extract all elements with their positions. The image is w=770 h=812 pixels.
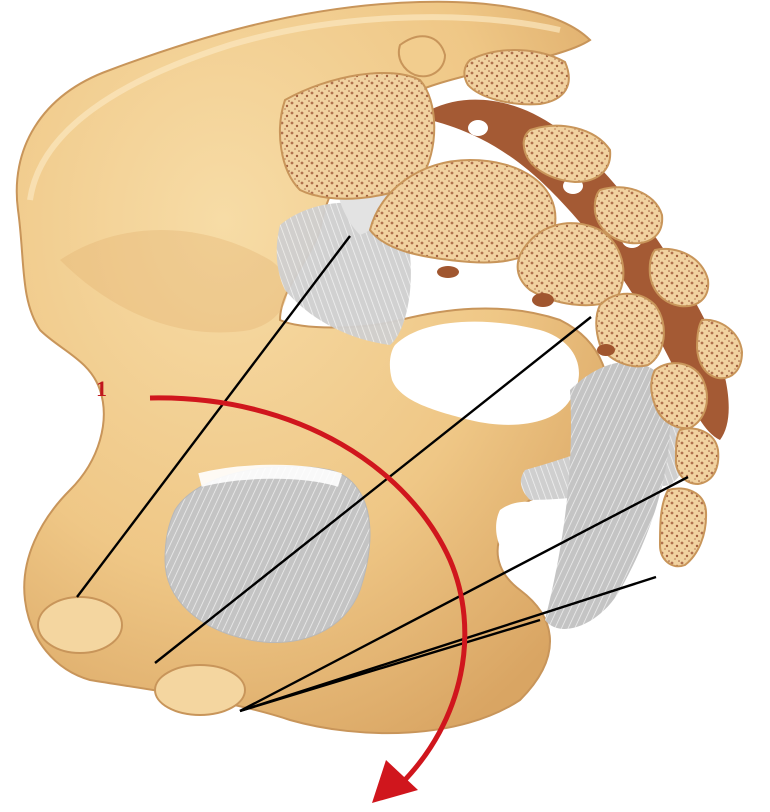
ischial-tuberosity-surface — [155, 665, 245, 715]
obturator-foramen — [165, 466, 370, 642]
marker-label-1: 1 — [96, 378, 107, 400]
lesser-sciatic-foramen — [496, 502, 565, 566]
pubic-symphysis-surface — [38, 597, 122, 653]
